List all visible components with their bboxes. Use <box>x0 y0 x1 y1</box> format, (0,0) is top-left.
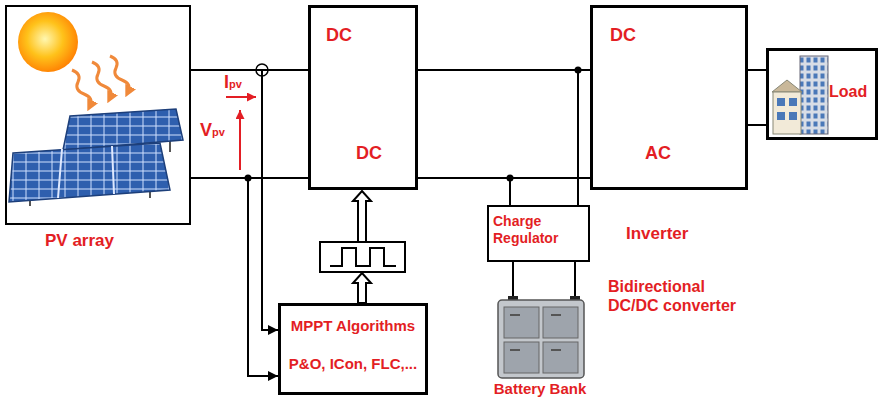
hollow-arrow <box>353 191 371 242</box>
box-heading: MPPT Algorithms <box>282 317 424 335</box>
current-sensor <box>256 64 268 76</box>
wire <box>418 70 578 205</box>
dc-dc-converter-box: DC DC <box>308 5 418 190</box>
current-arrow <box>226 96 256 98</box>
junction-dot <box>507 175 514 182</box>
sun-rays <box>72 56 129 106</box>
building-illustration <box>772 56 828 134</box>
box-border <box>278 303 428 395</box>
mppt-box: MPPT AlgorithmsP&O, ICon, FLC,... <box>278 303 428 395</box>
box-area <box>495 296 585 378</box>
solar-panels <box>9 109 183 206</box>
junction-dot <box>245 175 252 182</box>
load-box: Load <box>766 48 878 140</box>
signal-arrow <box>191 70 278 330</box>
signal-name: Ipv <box>224 72 260 94</box>
wire <box>512 262 514 296</box>
box-border <box>5 5 191 225</box>
wire <box>748 69 766 71</box>
pwm-signal-block <box>320 242 405 272</box>
pv-array-box: PV array <box>5 5 191 257</box>
pv-illustration <box>9 12 183 206</box>
wire <box>574 262 576 296</box>
box-label: Load <box>829 82 873 101</box>
node-caption: Inverter <box>626 224 716 244</box>
port-label: DC <box>610 25 650 47</box>
battery-bank: Battery Bank <box>490 293 590 401</box>
signal-arrow <box>191 178 278 376</box>
inverter-box: DC AC Inverter <box>590 5 748 250</box>
charge-regulator-box: Charge Regulator <box>487 205 590 262</box>
box-label: Charge Regulator <box>493 213 578 247</box>
junction-dot <box>575 67 582 74</box>
node-caption: Battery Bank <box>490 380 590 398</box>
box-body: P&O, ICon, FLC,... <box>282 355 424 373</box>
battery-illustration <box>498 296 584 378</box>
port-label: DC <box>326 25 366 47</box>
sun <box>18 12 78 72</box>
node-caption: PV array <box>45 231 155 251</box>
voltage-arrow <box>239 110 241 170</box>
port-label: AC <box>645 143 685 165</box>
signal-name: Vpv <box>200 120 236 142</box>
wire <box>418 178 510 205</box>
port-label: DC <box>356 143 396 165</box>
wire <box>748 124 766 126</box>
component-label: Bidirectional DC/DC converter <box>608 277 748 315</box>
hollow-arrow <box>353 273 371 303</box>
